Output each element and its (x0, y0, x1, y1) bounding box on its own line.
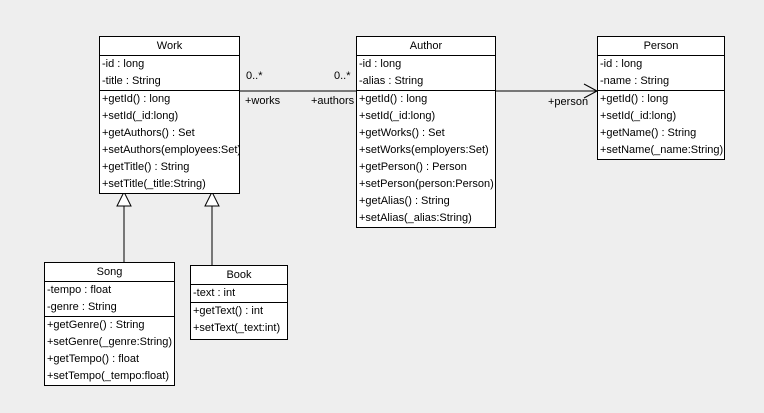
method[interactable]: +setPerson(person:Person) (359, 178, 494, 190)
class-book-methods: +getText() : int +setText(_text:int) (191, 303, 287, 339)
class-person-title[interactable]: Person (598, 37, 724, 56)
class-work-attributes: -id : long -title : String (100, 56, 239, 91)
class-author-title[interactable]: Author (357, 37, 495, 56)
class-song-title[interactable]: Song (45, 263, 174, 282)
attribute[interactable]: -id : long (102, 58, 145, 70)
class-author-attributes: -id : long -alias : String (357, 56, 495, 91)
generalization-triangle-song[interactable] (116, 190, 132, 207)
attribute[interactable]: -genre : String (47, 301, 117, 313)
method[interactable]: +setTempo(_tempo:float) (47, 370, 169, 382)
method[interactable]: +setGenre(_genre:String) (47, 336, 173, 348)
attribute[interactable]: -name : String (600, 75, 670, 87)
multiplicity-label-work-end[interactable]: 0..* (246, 70, 263, 82)
role-label-person[interactable]: +person (548, 96, 589, 108)
method[interactable]: +getAlias() : String (359, 195, 450, 207)
method[interactable]: +getText() : int (193, 305, 264, 317)
method[interactable]: +getPerson() : Person (359, 161, 467, 173)
class-song[interactable]: Song -tempo : float -genre : String +get… (44, 262, 175, 386)
method[interactable]: +setAlias(_alias:String) (359, 212, 472, 224)
method[interactable]: +setWorks(employers:Set) (359, 144, 489, 156)
open-arrowhead-person[interactable] (583, 83, 598, 99)
method[interactable]: +setId(_id:long) (600, 110, 677, 122)
method[interactable]: +getId() : long (359, 93, 428, 105)
method[interactable]: +getName() : String (600, 127, 697, 139)
method[interactable]: +setAuthors(employees:Set) (102, 144, 239, 156)
attribute[interactable]: -id : long (359, 58, 402, 70)
role-label-authors[interactable]: +authors (311, 95, 355, 107)
class-author[interactable]: Author -id : long -alias : String +getId… (356, 36, 496, 228)
attribute[interactable]: -tempo : float (47, 284, 112, 296)
method[interactable]: +setName(_name:String) (600, 144, 724, 156)
method[interactable]: +setId(_id:long) (102, 110, 179, 122)
attribute[interactable]: -text : int (193, 287, 236, 299)
method[interactable]: +getId() : long (600, 93, 669, 105)
method[interactable]: +getGenre() : String (47, 319, 145, 331)
method[interactable]: +getTitle() : String (102, 161, 190, 173)
method[interactable]: +setId(_id:long) (359, 110, 436, 122)
method[interactable]: +getTempo() : float (47, 353, 140, 365)
class-work-title[interactable]: Work (100, 37, 239, 56)
class-book[interactable]: Book -text : int +getText() : int +setTe… (190, 265, 288, 340)
class-person-methods: +getId() : long +setId(_id:long) +getNam… (598, 91, 724, 159)
multiplicity-label-author-end[interactable]: 0..* (334, 70, 351, 82)
role-label-works[interactable]: +works (245, 95, 281, 107)
class-book-title[interactable]: Book (191, 266, 287, 285)
method[interactable]: +setText(_text:int) (193, 322, 281, 334)
method[interactable]: +getId() : long (102, 93, 171, 105)
generalization-triangle-book[interactable] (204, 190, 220, 207)
class-person-attributes: -id : long -name : String (598, 56, 724, 91)
class-work[interactable]: Work -id : long -title : String +getId()… (99, 36, 240, 194)
method[interactable]: +setTitle(_title:String) (102, 178, 206, 190)
attribute[interactable]: -id : long (600, 58, 643, 70)
class-work-methods: +getId() : long +setId(_id:long) +getAut… (100, 91, 239, 193)
class-song-attributes: -tempo : float -genre : String (45, 282, 174, 317)
attribute[interactable]: -alias : String (359, 75, 424, 87)
class-author-methods: +getId() : long +setId(_id:long) +getWor… (357, 91, 495, 227)
class-book-attributes: -text : int (191, 285, 287, 303)
method[interactable]: +getAuthors() : Set (102, 127, 195, 139)
method[interactable]: +getWorks() : Set (359, 127, 445, 139)
class-song-methods: +getGenre() : String +setGenre(_genre:St… (45, 317, 174, 385)
class-person[interactable]: Person -id : long -name : String +getId(… (597, 36, 725, 160)
attribute[interactable]: -title : String (102, 75, 161, 87)
